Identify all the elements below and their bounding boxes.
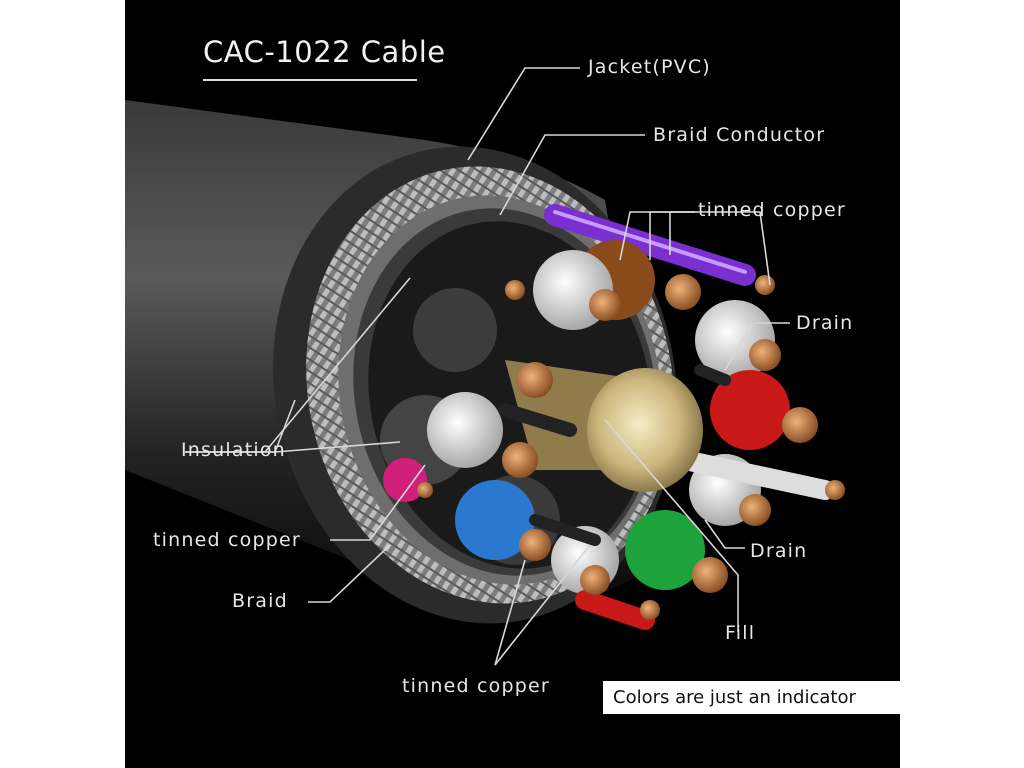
label-tinned-copper-top: tinned copper (698, 199, 846, 221)
label-braid: Braid (232, 590, 288, 612)
label-tinned-copper-bottom: tinned copper (402, 675, 550, 697)
title-underline (203, 79, 417, 81)
label-drain-upper: Drain (796, 312, 854, 334)
inner-conductors (380, 204, 845, 630)
label-jacket: Jacket(PVC) (588, 56, 711, 78)
label-insulation: Insulation (181, 439, 286, 461)
label-tinned-copper-left: tinned copper (153, 529, 301, 551)
label-fill: Fill (725, 622, 756, 644)
diagram-title: CAC-1022 Cable (203, 35, 446, 69)
cable-illustration (125, 67, 845, 666)
colors-indicator-note: Colors are just an indicator (603, 681, 900, 714)
label-drain-lower: Drain (750, 540, 808, 562)
label-braid-conductor: Braid Conductor (653, 124, 826, 146)
diagram-panel: CAC-1022 Cable Jacket(PVC) Braid Conduct… (125, 0, 900, 768)
leader-lines (185, 67, 790, 666)
